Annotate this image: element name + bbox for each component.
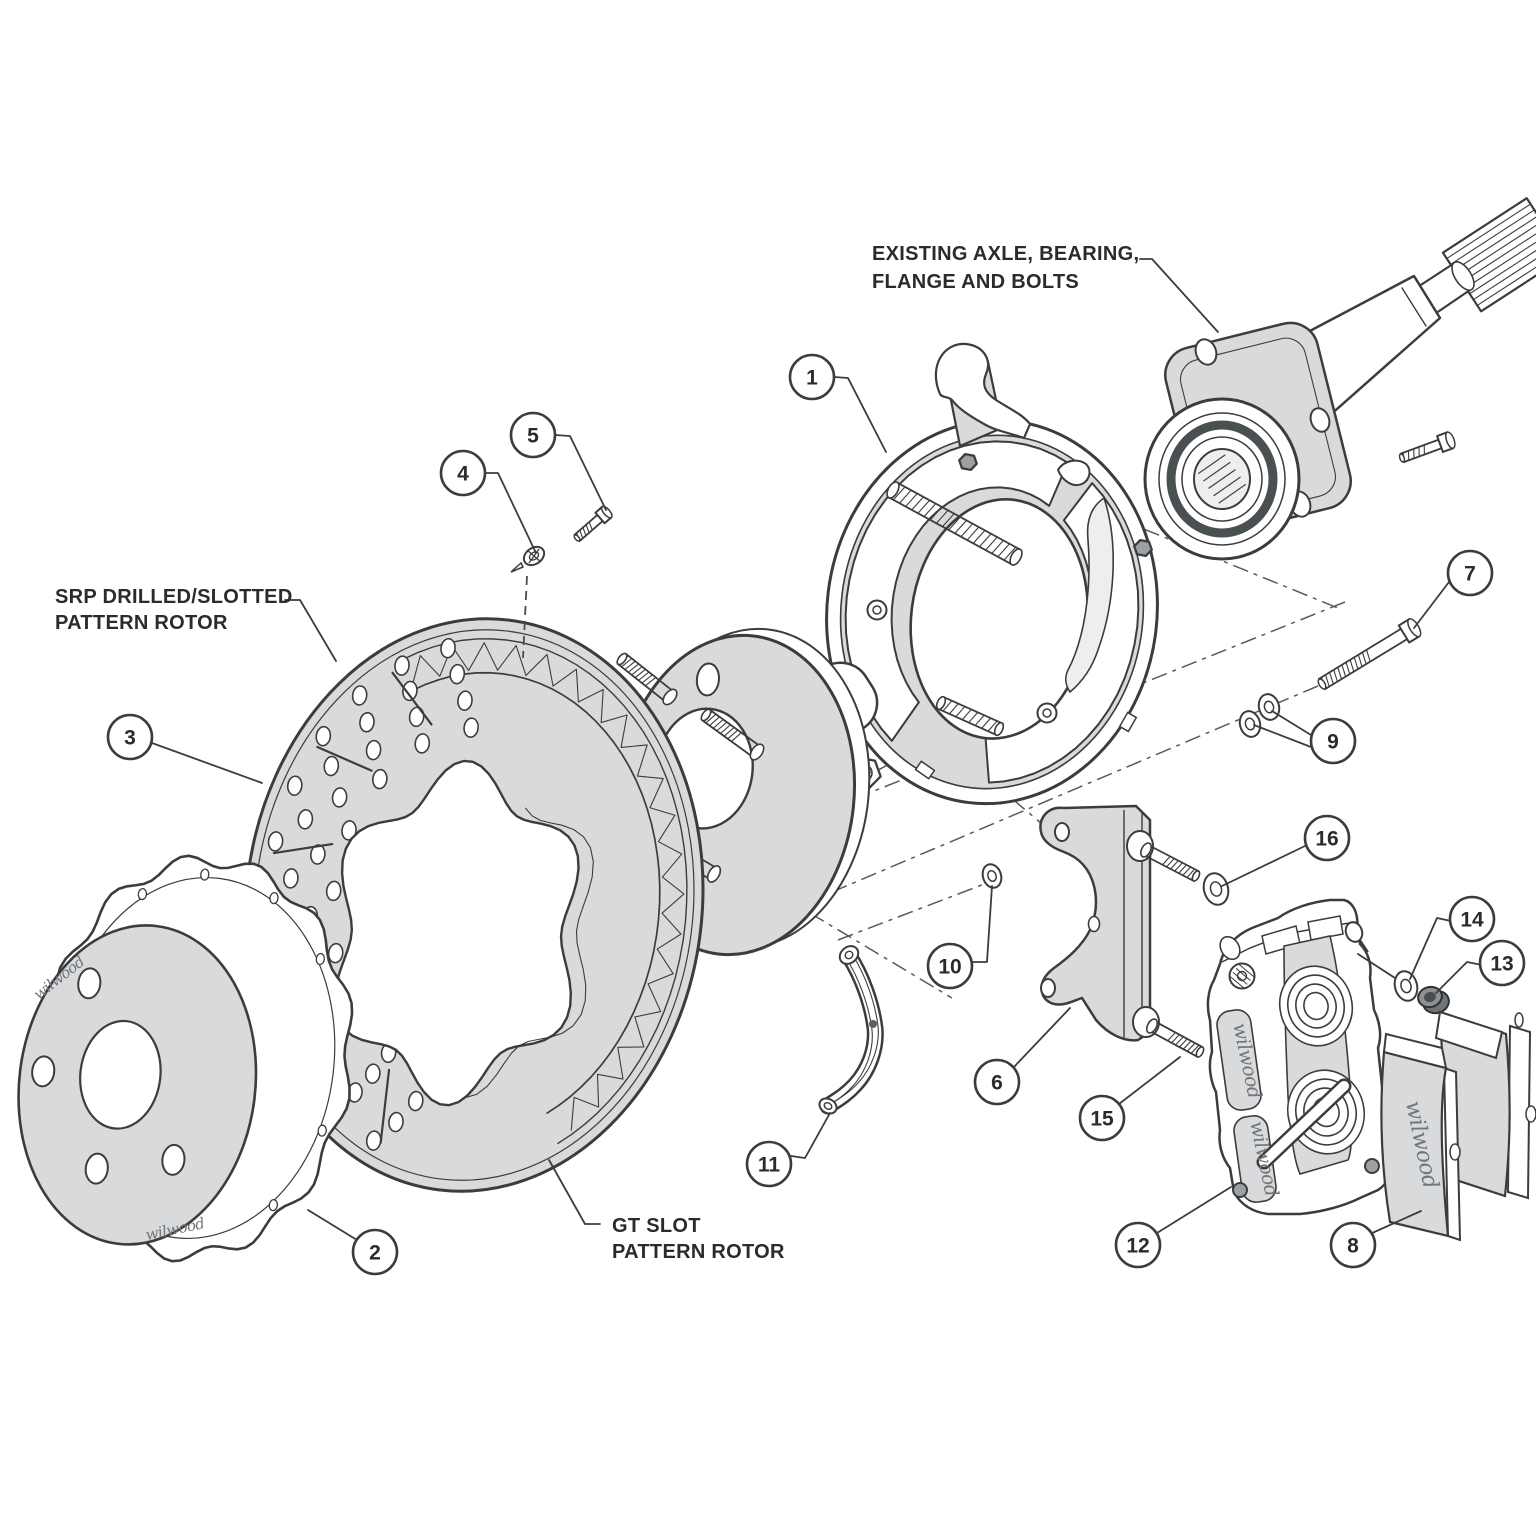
svg-text:8: 8 <box>1347 1235 1359 1258</box>
washers-9-drawing <box>1238 693 1281 738</box>
svg-text:10: 10 <box>938 956 961 979</box>
callout-16: 16 <box>1303 814 1351 862</box>
axle-flange-holes <box>1194 338 1331 518</box>
svg-text:1: 1 <box>806 367 818 390</box>
label-axle-line2: FLANGE AND BOLTS <box>872 271 1079 293</box>
callout-1: 1 <box>788 353 836 401</box>
drum-hat-face-drawing <box>17 924 258 1246</box>
brake-pads-drawing <box>1380 1010 1536 1242</box>
svg-text:9: 9 <box>1327 731 1339 754</box>
svg-text:3: 3 <box>124 727 136 750</box>
annotations: EXISTING AXLE, BEARING, FLANGE AND BOLTS… <box>55 243 1526 1276</box>
callout-14: 14 <box>1448 895 1496 943</box>
svg-text:5: 5 <box>527 425 539 448</box>
callout-11: 11 <box>745 1140 793 1188</box>
svg-text:16: 16 <box>1315 828 1338 851</box>
svg-text:12: 12 <box>1126 1235 1149 1258</box>
brake-shoe-hardware <box>866 452 1153 737</box>
callout-6: 6 <box>973 1058 1021 1106</box>
callout-8: 8 <box>1329 1221 1377 1269</box>
callout-2: 2 <box>351 1228 399 1276</box>
svg-text:6: 6 <box>991 1072 1003 1095</box>
label-gt-line2: PATTERN ROTOR <box>612 1241 785 1263</box>
callout-7: 7 <box>1446 549 1494 597</box>
callout-3: 3 <box>106 713 154 761</box>
backing-plate-drawing <box>825 418 1159 806</box>
callout-9: 9 <box>1309 717 1357 765</box>
callout-12: 12 <box>1114 1221 1162 1269</box>
caliper-bracket-drawing <box>1039 804 1152 1042</box>
svg-text:11: 11 <box>758 1154 781 1177</box>
callout-10: 10 <box>926 942 974 990</box>
t-bolt-drawing <box>1398 431 1456 464</box>
svg-text:14: 14 <box>1460 909 1484 932</box>
washer-nut-13-14-drawing <box>1393 970 1450 1015</box>
callout-13: 13 <box>1478 939 1526 987</box>
backing-plate-details <box>914 342 1138 780</box>
label-gt-line1: GT SLOT <box>612 1215 701 1237</box>
caliper-bolt-drawing <box>1317 618 1422 691</box>
caliper-hardware-axis <box>1357 953 1399 981</box>
callout-5: 5 <box>509 411 557 459</box>
axle-bearing-drawing <box>1143 397 1301 561</box>
label-srp-line1: SRP DRILLED/SLOTTED <box>55 586 293 608</box>
caliper-pistons-drawing <box>1228 962 1366 1170</box>
cable-bracket-drawing <box>818 945 884 1115</box>
svg-text:2: 2 <box>369 1242 381 1265</box>
bracket-studs-drawing <box>1126 830 1205 1058</box>
callout-15: 15 <box>1078 1094 1126 1142</box>
rotor-drawing <box>243 617 705 1193</box>
svg-text:4: 4 <box>457 463 469 486</box>
callout-4: 4 <box>439 449 487 497</box>
hat-screws-drawing <box>510 505 613 659</box>
label-axle-line1: EXISTING AXLE, BEARING, <box>872 243 1139 265</box>
svg-text:7: 7 <box>1464 563 1476 586</box>
svg-text:15: 15 <box>1090 1108 1114 1131</box>
svg-text:13: 13 <box>1490 953 1513 976</box>
label-srp-line2: PATTERN ROTOR <box>55 612 228 634</box>
washers-10-16-drawing <box>981 863 1230 906</box>
